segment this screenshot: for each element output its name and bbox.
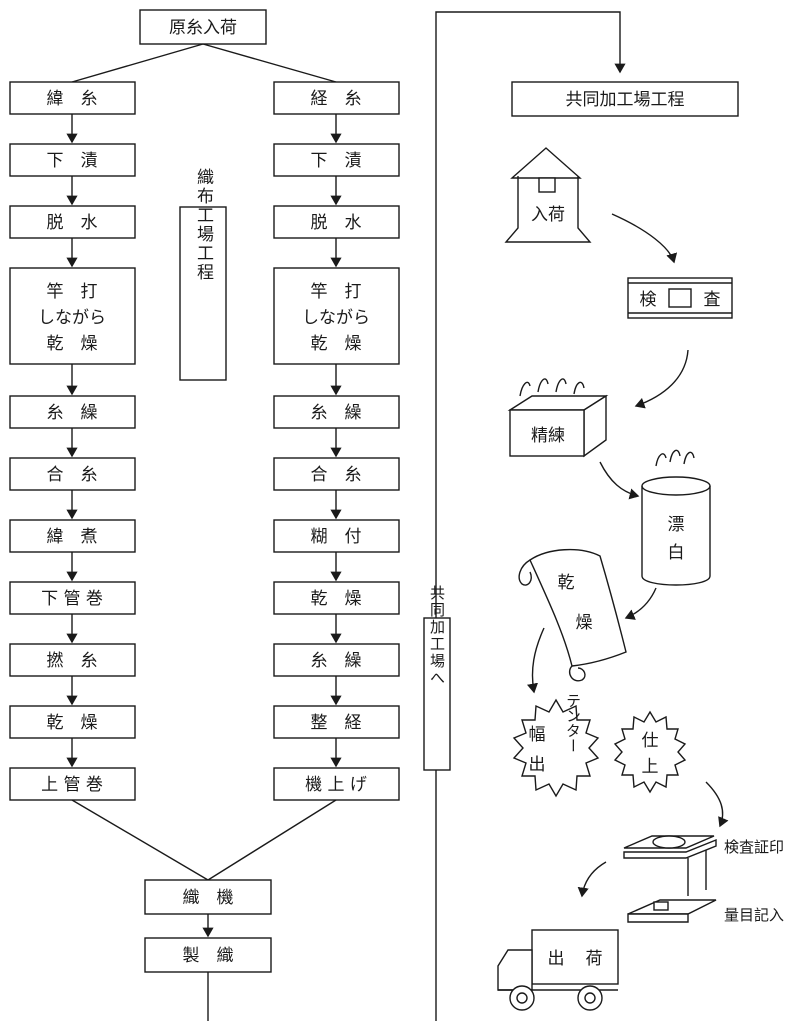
warp-step-label: 下 漬: [311, 151, 362, 171]
weft-step-label: 下 管 巻: [41, 589, 103, 609]
warp-step-label: 機 上 げ: [305, 775, 367, 795]
scroll-curl-bottom: [570, 666, 585, 681]
inspection-window: [669, 289, 691, 307]
tenter-label-c: テンター: [564, 693, 582, 753]
weft-step-label: 撚 糸: [47, 651, 98, 671]
flow-arrow: [600, 462, 638, 496]
to-joint-plant-label: 共同加工場へ: [428, 585, 446, 687]
warp-column: 経 糸 下 漬 脱 水 竿 打 しながら 乾 燥 糸 繰 合 糸 糊 付 乾 燥…: [274, 82, 399, 800]
house-roof: [512, 148, 580, 178]
weft-step-label: 合 糸: [47, 465, 98, 485]
warp-step-label: 糸 繰: [311, 403, 362, 423]
weft-step-label: 下 漬: [47, 151, 98, 171]
scouring-tank: 精練: [510, 379, 606, 456]
tenter-gear: 幅 出 テンター: [514, 693, 598, 796]
weft-step-label: 竿 打: [47, 282, 98, 302]
drum-top: [642, 477, 710, 495]
finishing-gear-shape: [615, 712, 685, 792]
flow-arrow: [636, 350, 688, 406]
weft-step-label: 脱 水: [47, 213, 98, 233]
flow-arrow: [582, 862, 606, 896]
bleaching-label-a: 漂: [668, 515, 685, 535]
joint-plant-title: 共同加工場工程: [566, 90, 685, 110]
tenter-label-a: 幅: [529, 725, 546, 745]
bleaching-label-b: 白: [668, 543, 685, 563]
warp-step-label: 糸 繰: [311, 651, 362, 671]
shipping-truck: 出 荷: [498, 930, 618, 1010]
split-line-right: [203, 44, 336, 82]
drying-scroll: 乾 燥: [519, 550, 626, 681]
drying-label-a: 乾: [558, 573, 575, 593]
scroll-curl-top: [519, 560, 531, 585]
truck-wheel-hub: [517, 993, 527, 1003]
merge-line-left: [72, 800, 208, 880]
inspection-stamp-label: 検査証印: [724, 838, 784, 856]
arrival-label: 入荷: [531, 205, 565, 225]
truck-cargo: [532, 930, 618, 984]
stamp-base-front: [628, 914, 688, 922]
inspection-label-b: 査: [704, 290, 721, 310]
split-line-left: [72, 44, 203, 82]
weft-step-label: 乾 燥: [47, 334, 98, 354]
finishing-gear: 仕 上: [615, 712, 685, 792]
warp-step-label: 整 経: [311, 713, 362, 733]
finishing-label-a: 仕: [642, 731, 659, 751]
stamp-base: [628, 900, 716, 914]
weaving-label: 製 織: [183, 946, 234, 966]
weft-step-label: しながら: [38, 308, 106, 328]
weft-step-label: 上 管 巻: [41, 775, 103, 795]
warp-step-label: 脱 水: [311, 213, 362, 233]
bleaching-drum: 漂 白: [642, 450, 710, 585]
flow-arrow: [706, 782, 723, 826]
warp-step-label: 合 糸: [311, 465, 362, 485]
warp-step-label: 乾 燥: [311, 589, 362, 609]
weaving-process-label: 織布工場工程: [193, 168, 214, 282]
stamp-seal: [653, 836, 685, 848]
scouring-label: 精練: [531, 426, 565, 446]
merge-line-right: [208, 800, 336, 880]
steam-icon: [656, 450, 694, 466]
warp-step-label: しながら: [302, 308, 370, 328]
loom-label: 織 機: [183, 888, 234, 908]
flow-arrow: [532, 628, 544, 692]
shipping-label-b: 荷: [586, 949, 603, 969]
weft-step-label: 緯 糸: [47, 89, 98, 109]
stamp-device: 検査証印 量目記入: [624, 836, 784, 924]
arrival-house: 口 入荷: [506, 148, 590, 242]
warp-step-label: 糊 付: [311, 527, 362, 547]
truck-cab: [498, 950, 532, 990]
weft-step-label: 緯 煮: [47, 527, 98, 547]
weft-step-label: 糸 繰: [47, 403, 98, 423]
tenter-gear-shape: [514, 700, 598, 796]
warp-step-label: 乾 燥: [311, 334, 362, 354]
inspection-board: 検 査: [628, 278, 732, 318]
source-label: 原糸入荷: [169, 18, 237, 38]
shipping-label-a: 出: [548, 949, 565, 969]
weft-step-label: 乾 燥: [47, 713, 98, 733]
tenter-label-b: 出: [529, 755, 546, 775]
scroll-body: [530, 550, 626, 666]
inspection-label-a: 検: [640, 290, 657, 310]
weft-column: 緯 糸 下 漬 脱 水 竿 打 しながら 乾 燥 糸 繰 合 糸 緯 煮 下 管…: [10, 82, 135, 800]
drum-body: [642, 486, 710, 585]
drying-label-b: 燥: [576, 613, 593, 633]
flow-arrow: [626, 588, 656, 618]
flow-arrow: [612, 214, 674, 262]
finishing-label-b: 上: [642, 757, 659, 777]
warp-step-label: 竿 打: [311, 282, 362, 302]
stamp-chip: [654, 902, 668, 910]
steam-icon: [520, 379, 584, 396]
weight-record-label: 量目記入: [724, 906, 784, 924]
truck-wheel-hub: [585, 993, 595, 1003]
warp-step-label: 経 糸: [311, 89, 362, 109]
